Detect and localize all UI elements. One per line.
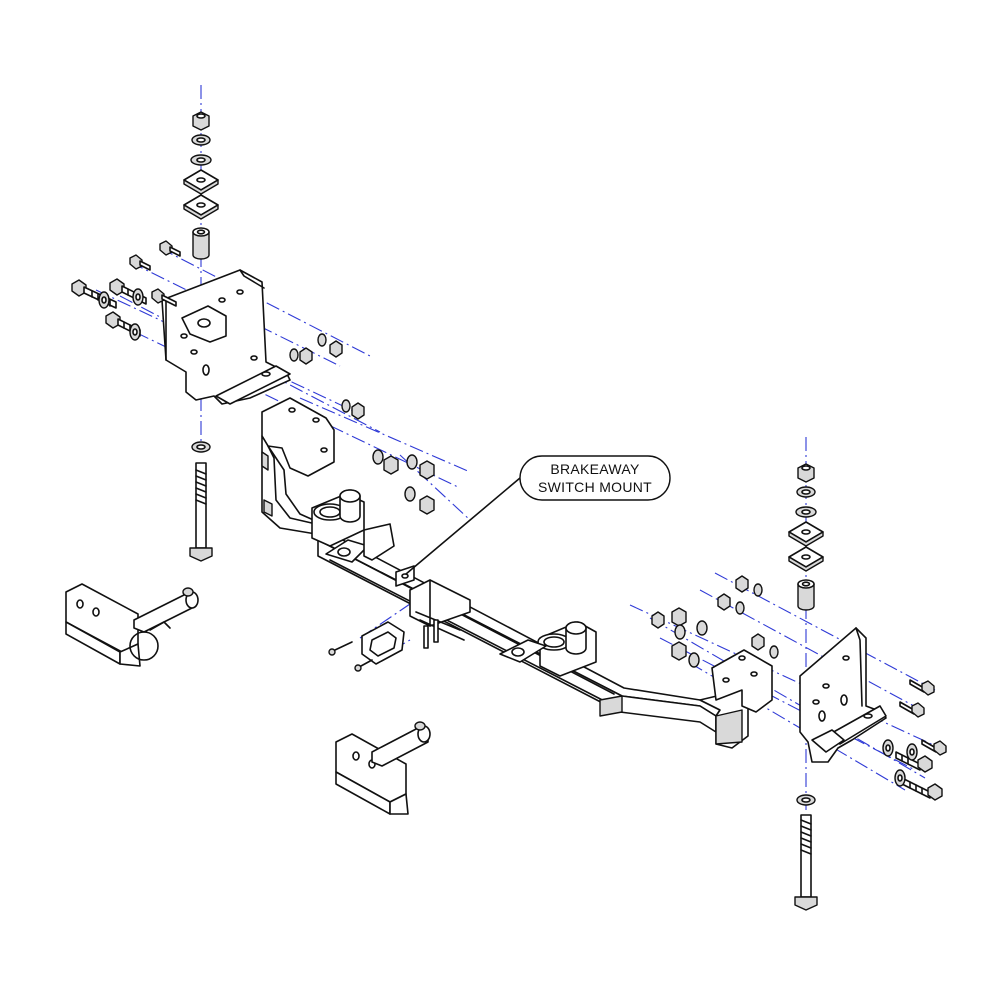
left-vertical-hardware-stack [183,111,219,562]
hex-bolt-icon [159,240,181,257]
callout-line-1: BRAKEAWAY [550,461,640,477]
brakeaway-switch-bracket [328,621,405,672]
right-mounting-bracket [799,627,887,763]
long-carriage-bolt-icon [794,814,818,911]
square-plate-icon [788,521,824,547]
long-hex-bolt-icon [901,777,943,801]
flat-washer-icon [795,506,817,518]
right-bracket-bolts [882,679,947,801]
spacer-sleeve-icon [797,579,815,611]
hex-bolt-icon [909,679,935,696]
flat-washer-icon [129,323,141,341]
callout-bubble [519,455,671,501]
main-crossbar-beam [261,397,773,749]
small-screw-icon [354,659,373,672]
left-bracket-bolts [71,240,181,341]
square-plate-icon [183,169,219,195]
callout-leader-line [405,477,521,575]
flat-washer-icon [796,794,816,806]
flat-washer-icon [132,288,144,306]
flat-washer-icon [191,441,211,453]
hex-nut-icon [797,463,815,483]
hex-bolt-icon [151,288,177,307]
flat-washer-icon [882,739,894,757]
lock-washer-icon [796,486,816,498]
right-nuts-and-washers [651,575,779,668]
flat-washer-icon [906,743,918,761]
hitch-pin-clip-icon [129,621,171,661]
left-mounting-bracket [161,269,291,405]
left-nuts-and-washers [289,333,435,515]
left-tow-bracket-with-pin [65,583,199,667]
square-plate-icon [183,194,219,220]
flat-washer-icon [190,154,212,166]
small-screw-icon [328,641,353,656]
brakeaway-switch-mount-callout: BRAKEAWAY SWITCH MOUNT [405,455,671,575]
callout-line-2: SWITCH MOUNT [538,479,652,495]
hex-bolt-icon [899,701,925,718]
hex-bolt-icon [129,254,151,271]
flat-washer-icon [98,291,110,309]
hex-bolt-icon [921,739,947,756]
spacer-sleeve-icon [192,227,210,260]
lock-washer-icon [191,134,211,146]
square-plate-icon [788,546,824,572]
long-carriage-bolt-icon [189,462,213,562]
center-tow-bracket-with-pin [335,721,431,815]
right-vertical-hardware-stack [788,463,824,911]
flat-washer-icon [894,769,906,787]
hex-nut-icon [192,111,210,131]
